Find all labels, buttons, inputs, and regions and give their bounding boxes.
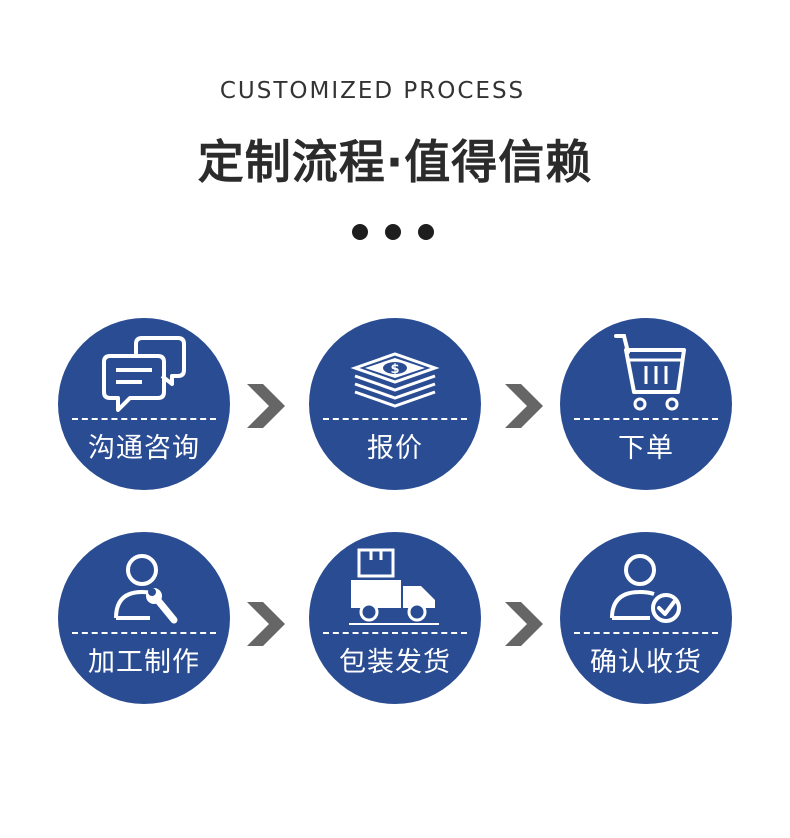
divider <box>323 632 467 634</box>
step-communication: 沟通咨询 <box>58 318 230 490</box>
divider <box>72 418 216 420</box>
user-wrench-icon <box>114 554 178 624</box>
decorative-dots <box>352 224 436 242</box>
step-production: 加工制作 <box>58 532 230 704</box>
shopping-cart-icon <box>614 334 686 411</box>
dot <box>352 224 368 240</box>
dot <box>418 224 434 240</box>
divider <box>72 632 216 634</box>
chevron-right-icon <box>505 384 543 428</box>
chat-bubbles-icon <box>102 336 186 412</box>
page-title: 定制流程·值得信赖 <box>197 135 593 189</box>
step-confirm-receipt: 确认收货 <box>560 532 732 704</box>
step-label: 确认收货 <box>590 647 702 678</box>
step-label: 沟通咨询 <box>88 433 200 464</box>
divider <box>323 418 467 420</box>
dot <box>385 224 401 240</box>
step-quotation: $ 报价 <box>309 318 481 490</box>
section-subtitle: CUSTOMIZED PROCESS <box>219 78 526 104</box>
chevron-right-icon <box>505 602 543 646</box>
step-shipping: 包装发货 <box>309 532 481 704</box>
step-label: 报价 <box>367 433 423 464</box>
chevron-right-icon <box>247 602 285 646</box>
user-check-icon <box>610 554 681 623</box>
money-stack-icon: $ <box>350 352 440 408</box>
delivery-truck-icon <box>349 548 439 625</box>
step-label: 加工制作 <box>88 647 200 678</box>
svg-text:$: $ <box>390 362 399 377</box>
step-order: 下单 <box>560 318 732 490</box>
step-label: 包装发货 <box>339 647 451 678</box>
chevron-right-icon <box>247 384 285 428</box>
divider <box>574 632 718 634</box>
divider <box>574 418 718 420</box>
step-label: 下单 <box>618 433 674 464</box>
